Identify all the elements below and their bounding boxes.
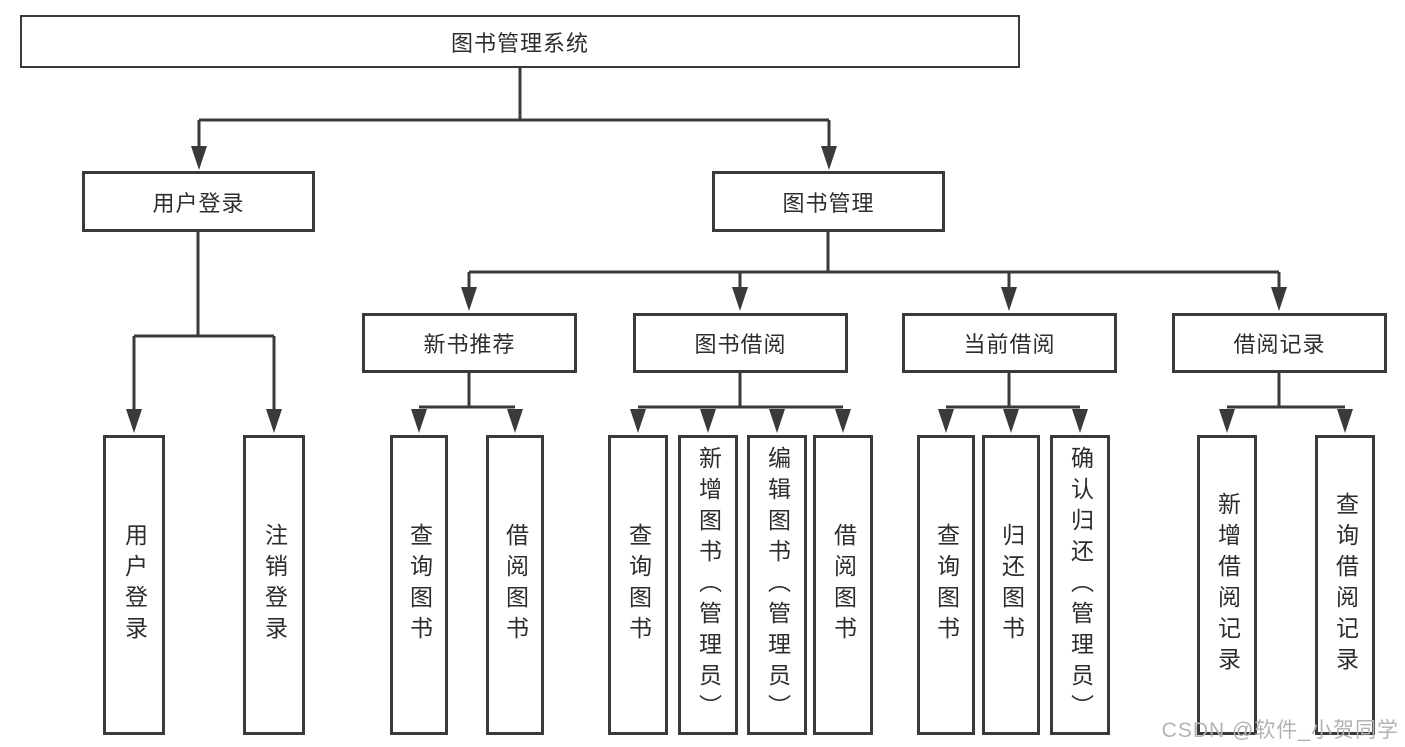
node-root: 图书管理系统 xyxy=(20,15,1020,68)
leaf-query-book-current: 查询图书 xyxy=(917,435,975,735)
connector-new-book-recommend-to-leaves xyxy=(419,373,515,409)
node-label: 图书管理系统 xyxy=(450,30,589,56)
node-current-borrowing: 当前借阅 xyxy=(902,313,1117,373)
node-label: 用户登录 xyxy=(152,190,245,216)
leaf-add-borrow-record: 新增借阅记录 xyxy=(1197,435,1257,735)
node-label: 编辑图书（管理员） xyxy=(764,445,791,725)
leaf-borrow-book-recommend: 借阅图书 xyxy=(486,435,544,735)
node-label: 查询图书 xyxy=(406,523,433,647)
node-label: 注销登录 xyxy=(261,523,288,647)
node-label: 图书管理 xyxy=(782,190,875,216)
node-book-borrowing: 图书借阅 xyxy=(633,313,848,373)
node-label: 图书借阅 xyxy=(694,332,787,357)
node-label: 当前借阅 xyxy=(963,332,1056,357)
connector-root-to-level2 xyxy=(197,68,831,147)
connector-user-login-to-leaves xyxy=(132,232,276,410)
node-label: 借阅记录 xyxy=(1233,332,1326,357)
connector-current-borrowing-to-leaves xyxy=(946,373,1080,409)
node-label: 查询图书 xyxy=(625,523,652,647)
node-label: 归还图书 xyxy=(998,523,1025,647)
connector-book-borrowing-to-leaves xyxy=(638,373,843,409)
leaf-borrow-book-borrowing: 借阅图书 xyxy=(813,435,873,735)
node-label: 新增图书（管理员） xyxy=(695,445,722,725)
csdn-watermark: CSDN @软件_小贺同学 xyxy=(1161,719,1399,742)
leaf-return-book: 归还图书 xyxy=(982,435,1040,735)
node-label: 确认归还（管理员） xyxy=(1067,445,1094,725)
leaf-edit-book-admin: 编辑图书（管理员） xyxy=(747,435,807,735)
leaf-query-book-borrowing: 查询图书 xyxy=(608,435,668,735)
node-label: 借阅图书 xyxy=(502,523,529,647)
node-user-login: 用户登录 xyxy=(82,171,315,232)
node-label: 新增借阅记录 xyxy=(1214,492,1241,678)
leaf-query-book-recommend: 查询图书 xyxy=(390,435,448,735)
node-label: 用户登录 xyxy=(121,523,148,647)
node-borrowing-records: 借阅记录 xyxy=(1172,313,1387,373)
node-book-management: 图书管理 xyxy=(712,171,945,232)
leaf-query-borrow-record: 查询借阅记录 xyxy=(1315,435,1375,735)
leaf-logout: 注销登录 xyxy=(243,435,305,735)
connector-book-management-to-level3 xyxy=(467,232,1281,289)
leaf-user-login: 用户登录 xyxy=(103,435,165,735)
leaf-confirm-return-admin: 确认归还（管理员） xyxy=(1050,435,1110,735)
node-new-book-recommend: 新书推荐 xyxy=(362,313,577,373)
node-label: 新书推荐 xyxy=(423,332,516,357)
leaf-add-book-admin: 新增图书（管理员） xyxy=(678,435,738,735)
node-label: 借阅图书 xyxy=(830,523,857,647)
node-label: 查询图书 xyxy=(933,523,960,647)
node-label: 查询借阅记录 xyxy=(1332,492,1359,678)
connector-borrowing-records-to-leaves xyxy=(1227,373,1345,409)
